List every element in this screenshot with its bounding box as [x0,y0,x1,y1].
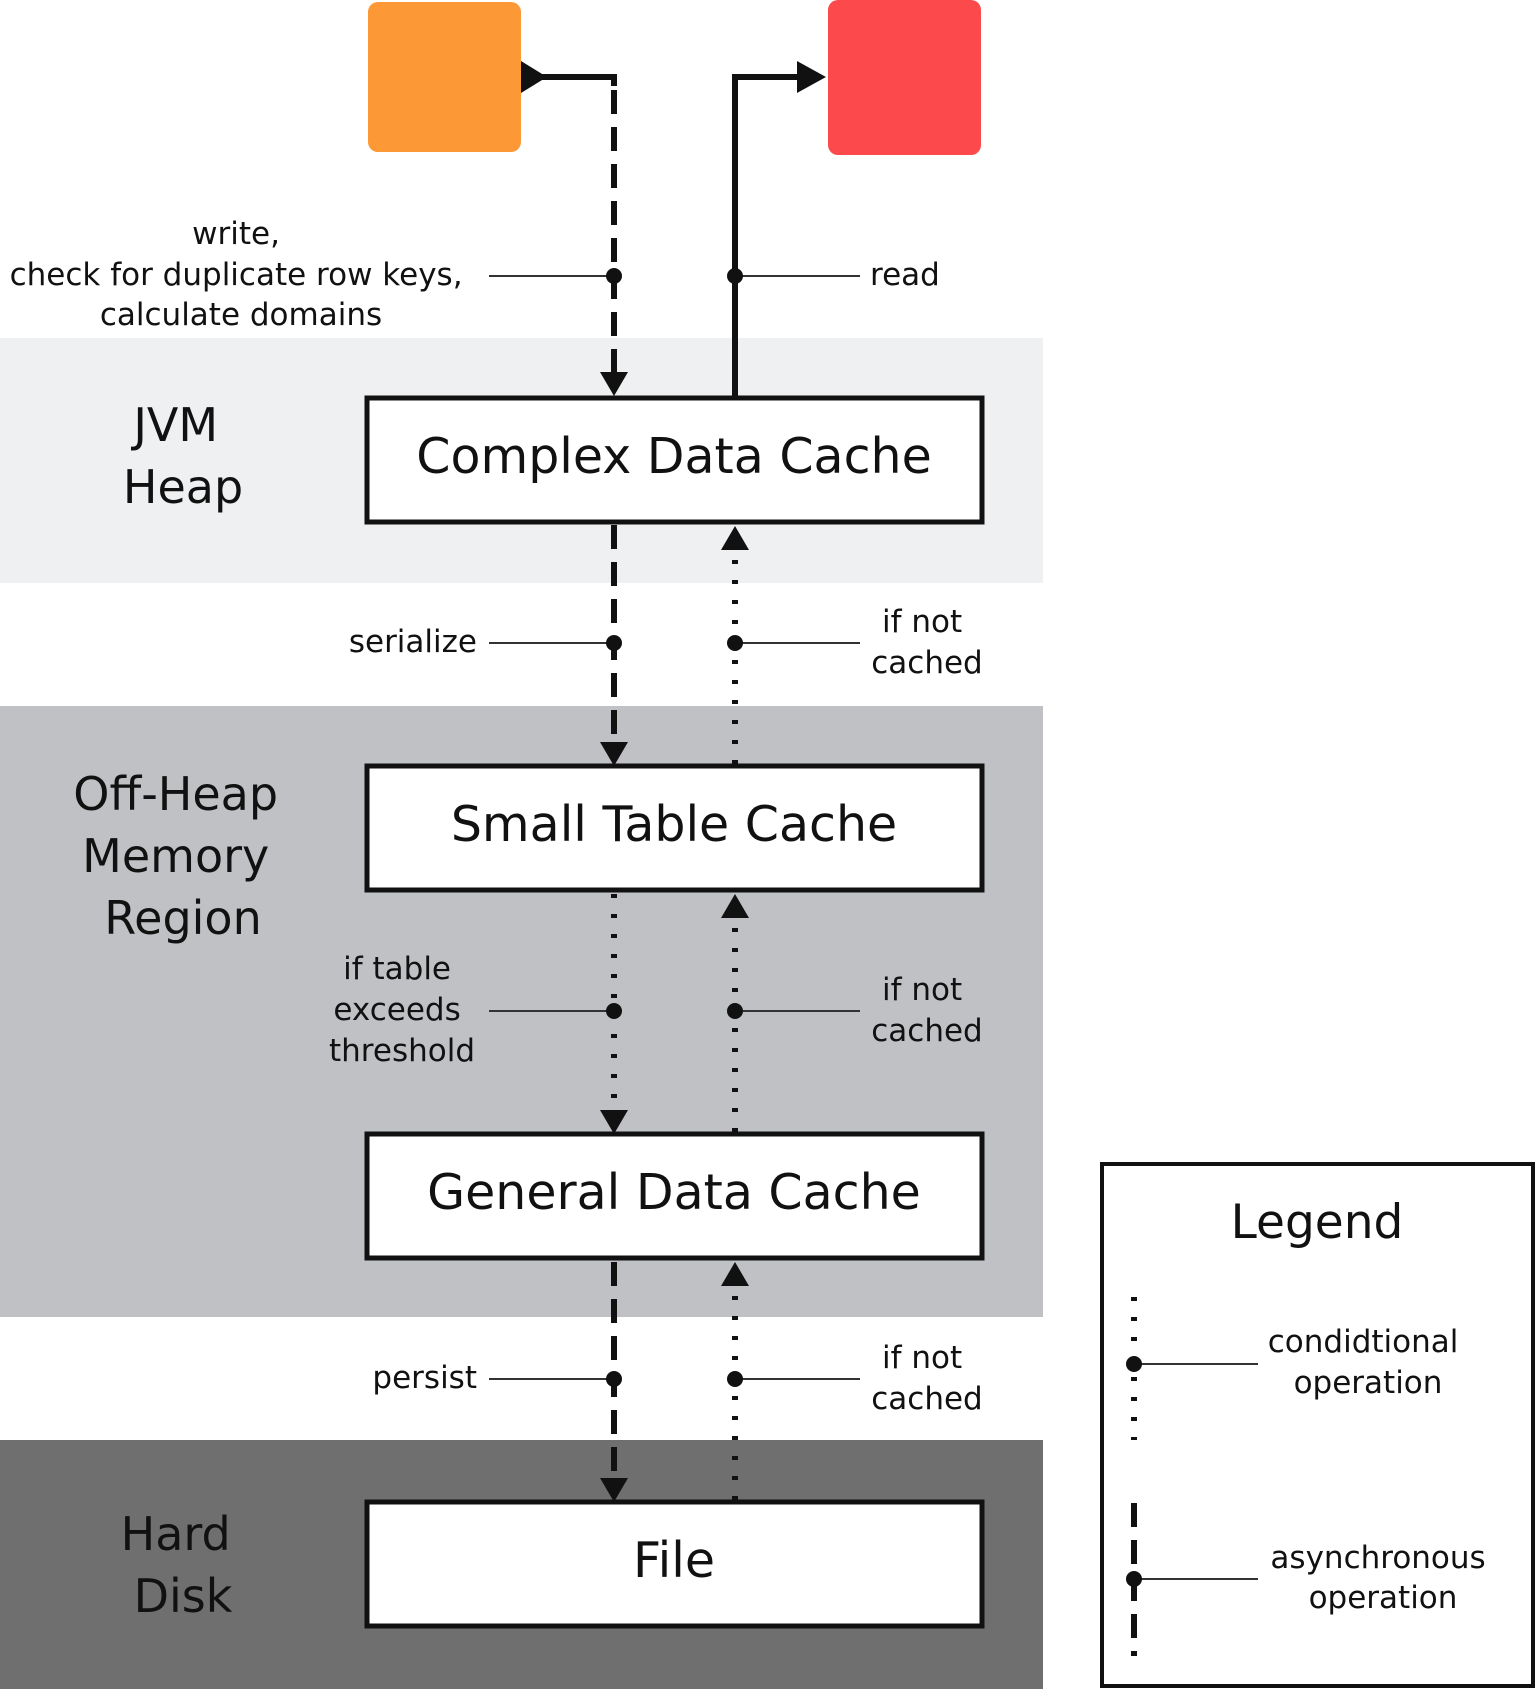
write-connector [521,74,617,86]
serialize-annotation-line-1: serialize [349,624,477,660]
not-cached-2-line-1: if not [882,972,962,1008]
jvm-heap-label: JVM Heap [123,398,243,514]
not-cached-3-line-2: cached [871,1381,982,1417]
threshold-annotation-line-3: threshold [329,1033,475,1069]
legend-conditional-line-2: operation [1294,1365,1443,1401]
serialize-marker-dot [606,635,622,651]
fetch-small-arrowhead [721,894,749,918]
small-table-cache-box [364,763,985,893]
write-annotation-line-2: check for duplicate row keys, [10,257,463,293]
off-heap-label-line-2: Memory [82,829,269,883]
small-table-cache-label: Small Table Cache [451,796,897,853]
write-annotation-line-1: write, [192,216,280,252]
legend-conditional-line-1: condidtional [1268,1324,1459,1360]
not-cached-1-marker-dot [727,635,743,651]
off-heap-label-line-3: Region [104,891,261,945]
legend-asynchronous-line-2: operation [1309,1580,1458,1616]
not-cached-1-annotation: if not cached [871,604,982,681]
legend-title: Legend [1231,1195,1404,1250]
read-flow-line [732,74,800,398]
legend-asynchronous-line-1: asynchronous [1270,1540,1485,1576]
legend-box [1100,1162,1535,1688]
general-data-cache-box [364,1131,985,1261]
threshold-arrowhead [600,1110,628,1134]
read-arrowhead [797,61,826,93]
hard-disk-label-line-1: Hard [121,1507,231,1561]
file-label: File [633,1532,715,1589]
off-heap-label-line-1: Off-Heap [73,767,278,821]
complex-data-cache-box [364,395,985,525]
write-arrowhead [600,372,628,396]
jvm-heap-label-line-2: Heap [123,460,243,514]
serialize-annotation: serialize [349,624,477,660]
serialize-arrowhead [600,742,628,766]
read-annotation-line-1: read [870,257,940,293]
not-cached-2-annotation: if not cached [871,972,982,1049]
persist-marker-dot [606,1371,622,1387]
jvm-heap-label-line-1: JVM [130,398,218,452]
legend-asynchronous-label: asynchronous operation [1270,1540,1495,1616]
reader-target-square [828,0,981,155]
fetch-general-arrowhead [721,1262,749,1286]
complex-data-cache-label: Complex Data Cache [416,428,931,485]
not-cached-2-line-2: cached [871,1013,982,1049]
fetch-complex-arrowhead [721,526,749,550]
write-annotation-line-3: calculate domains [100,297,382,333]
write-annotation: write, check for duplicate row keys, cal… [10,216,473,333]
legend-asynchronous-marker-dot [1126,1571,1142,1587]
writer-source-square [368,2,521,152]
legend-conditional-label: condidtional operation [1268,1324,1468,1401]
not-cached-1-line-1: if not [882,604,962,640]
hard-disk-label: Hard Disk [121,1507,246,1623]
off-heap-label: Off-Heap Memory Region [73,767,292,945]
persist-annotation-line-1: persist [372,1360,477,1396]
file-box [364,1499,985,1629]
threshold-annotation: if table exceeds threshold [329,951,475,1069]
not-cached-3-annotation: if not cached [871,1340,982,1417]
read-marker-dot [727,268,743,284]
persist-arrowhead [600,1478,628,1502]
not-cached-3-line-1: if not [882,1340,962,1376]
legend-conditional-marker-dot [1126,1356,1142,1372]
general-data-cache-label: General Data Cache [427,1164,921,1221]
write-origin-arrowhead [521,61,547,93]
not-cached-3-marker-dot [727,1371,743,1387]
threshold-marker-dot [606,1003,622,1019]
write-marker-dot [606,268,622,284]
threshold-annotation-line-1: if table [343,951,451,987]
persist-annotation: persist [372,1360,477,1396]
threshold-annotation-line-2: exceeds [333,992,460,1028]
not-cached-2-marker-dot [727,1003,743,1019]
not-cached-1-line-2: cached [871,645,982,681]
hard-disk-label-line-2: Disk [134,1569,233,1623]
read-annotation: read [870,257,940,293]
